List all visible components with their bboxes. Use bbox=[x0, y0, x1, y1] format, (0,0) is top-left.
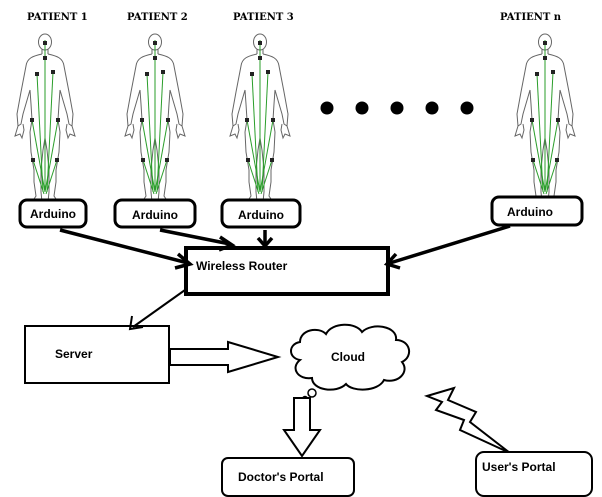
arduino-n-label: Arduino bbox=[507, 205, 553, 219]
arduino-3-box bbox=[220, 198, 302, 229]
cloud-puff-icon bbox=[307, 388, 317, 398]
server-box bbox=[24, 325, 170, 384]
server-label: Server bbox=[55, 347, 93, 361]
patient-n-label: PATIENT n bbox=[500, 12, 562, 23]
router-to-server-arrow bbox=[128, 289, 186, 331]
patient-n-figure bbox=[514, 33, 576, 203]
cloud-to-doctor-arrow bbox=[282, 397, 322, 458]
arduino-1-label: Arduino bbox=[30, 207, 76, 221]
arduino-to-router-arrows bbox=[59, 224, 511, 270]
wireless-router-box bbox=[184, 246, 390, 296]
arduino-2-box bbox=[113, 198, 197, 229]
more-patients-dots bbox=[320, 101, 474, 115]
patient-2-label: PATIENT 2 bbox=[127, 12, 188, 23]
wireless-router-label: Wireless Router bbox=[196, 259, 288, 273]
patient-1-figure bbox=[14, 33, 76, 203]
wireless-link-icon bbox=[423, 386, 511, 454]
patient-2-figure bbox=[124, 33, 186, 203]
arduino-n-box bbox=[490, 195, 584, 227]
arduino-2-label: Arduino bbox=[132, 208, 178, 222]
cloud-label: Cloud bbox=[331, 350, 365, 364]
patient-3-figure bbox=[229, 33, 291, 203]
doctor-portal-box bbox=[221, 457, 355, 497]
cloud-shape bbox=[290, 323, 411, 391]
arduino-1-box bbox=[18, 198, 88, 229]
doctor-portal-label: Doctor's Portal bbox=[238, 470, 324, 484]
user-portal-label: User's Portal bbox=[482, 460, 556, 474]
server-to-cloud-arrow bbox=[169, 340, 282, 374]
patient-1-label: PATIENT 1 bbox=[27, 12, 88, 23]
user-portal-box bbox=[475, 451, 593, 497]
patient-3-label: PATIENT 3 bbox=[233, 12, 294, 23]
arduino-3-label: Arduino bbox=[238, 208, 284, 222]
